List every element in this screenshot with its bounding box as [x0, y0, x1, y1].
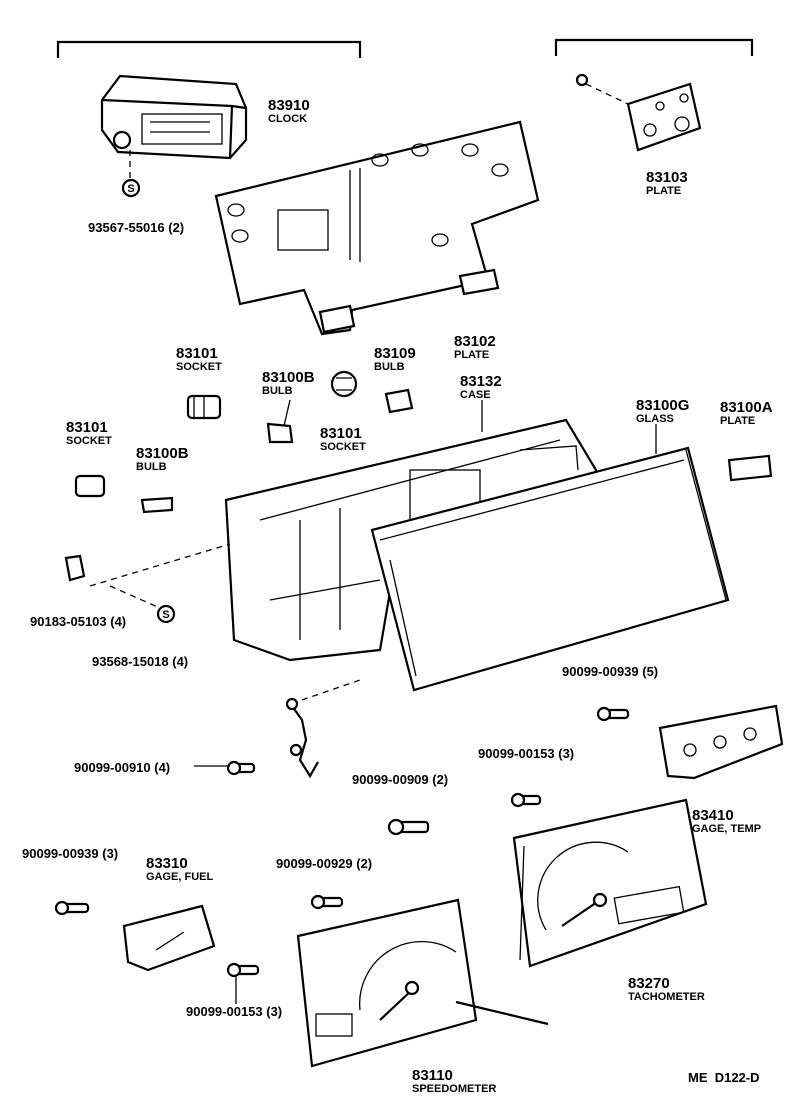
label-83103-name: PLATE — [646, 185, 681, 197]
screw-90099-00909 — [387, 818, 430, 836]
label-83100b-top-number: 83100B — [262, 369, 315, 386]
label-83101-left-number: 83101 — [66, 419, 108, 436]
socket-83101-left-drawing — [74, 474, 106, 498]
plate-83103-drawing — [626, 82, 702, 152]
label-83910-number: 83910 — [268, 97, 310, 114]
label-83110-number: 83110 — [412, 1067, 453, 1084]
plate-83103-screw — [575, 73, 589, 87]
label-83310-number: 83310 — [146, 855, 188, 872]
screw-93568-s — [156, 604, 176, 624]
screw-90099-00153-bottom — [226, 962, 260, 978]
label-90099-00929: 90099-00929 (2) — [276, 856, 372, 871]
label-83101-mid-number: 83101 — [320, 425, 362, 442]
diagram-reference-code: ME D122-D — [688, 1070, 760, 1085]
bracket-left — [56, 40, 362, 58]
socket-83101-top-drawing — [186, 394, 222, 420]
clock-drawing — [100, 74, 248, 160]
label-83101-top-name: SOCKET — [176, 361, 222, 373]
label-83101-mid-name: SOCKET — [320, 441, 366, 453]
wire-connector-1 — [285, 697, 299, 711]
s-symbol-2: S — [162, 609, 169, 621]
label-83102-name: PLATE — [454, 349, 489, 361]
label-83109-number: 83109 — [374, 345, 416, 362]
screw-90099-00910 — [226, 760, 256, 776]
label-83100a-number: 83100A — [720, 399, 773, 416]
label-90099-00939-3: 90099-00939 (3) — [22, 846, 118, 861]
label-90099-00910: 90099-00910 (4) — [74, 760, 170, 775]
plate-83102-drawing — [214, 120, 540, 336]
plate-83100a-drawing — [727, 454, 773, 482]
screw-90099-00153-top — [510, 792, 542, 808]
label-83102-number: 83102 — [454, 333, 496, 350]
bulb-83100b-left-drawing — [140, 496, 174, 514]
screw-93568-leader — [109, 585, 161, 609]
label-90099-00909: 90099-00909 (2) — [352, 772, 448, 787]
label-90183: 90183-05103 (4) — [30, 614, 126, 629]
bulb-83109-drawing — [384, 388, 414, 414]
label-83100b-left-name: BULB — [136, 461, 167, 473]
label-83310-name: GAGE, FUEL — [146, 871, 214, 883]
speedometer-83110-drawing — [296, 898, 549, 1068]
label-83110-name: SPEEDOMETER — [412, 1083, 496, 1095]
wire-harness-drawing — [291, 705, 319, 779]
clock-s-clip — [121, 178, 141, 198]
label-90099-00153-bottom: 90099-00153 (3) — [186, 1004, 282, 1019]
screw-90099-00939-3 — [54, 900, 90, 916]
label-83100g-name: GLASS — [636, 413, 674, 425]
label-93568: 93568-15018 (4) — [92, 654, 188, 669]
label-83109-name: BULB — [374, 361, 405, 373]
screw-90099-00939-5 — [596, 706, 630, 722]
glass-83100g-drawing — [370, 446, 730, 692]
bracket-right — [554, 38, 754, 56]
label-83103-number: 83103 — [646, 169, 688, 186]
screw-90099-00929 — [310, 894, 344, 910]
label-83270-number: 83270 — [628, 975, 670, 992]
label-83101-top-number: 83101 — [176, 345, 218, 362]
gage-temp-83410-drawing — [658, 704, 784, 780]
plate-83103-screw-leader — [585, 83, 629, 105]
label-90099-00939-5: 90099-00939 (5) — [562, 664, 658, 679]
label-83410-name: GAGE, TEMP — [692, 823, 761, 835]
wire-connector-2 — [289, 743, 303, 757]
label-83100b-top-name: BULB — [262, 385, 293, 397]
label-83101-left-name: SOCKET — [66, 435, 112, 447]
label-83100a-name: PLATE — [720, 415, 755, 427]
bulb-83100b-top-drawing — [266, 399, 294, 444]
clip-leader — [89, 543, 231, 587]
tachometer-83270-drawing — [512, 798, 708, 968]
socket-83101-mid-drawing — [330, 370, 358, 398]
label-83100b-left-number: 83100B — [136, 445, 189, 462]
label-93567: 93567-55016 (2) — [88, 220, 184, 235]
label-83410-number: 83410 — [692, 807, 734, 824]
label-83100g-number: 83100G — [636, 397, 689, 414]
label-90099-00153-top: 90099-00153 (3) — [478, 746, 574, 761]
label-83132-name: CASE — [460, 389, 491, 401]
label-83132-number: 83132 — [460, 373, 502, 390]
s-symbol-1: S — [127, 183, 134, 195]
gage-fuel-83310-drawing — [122, 904, 216, 972]
wire-harness-leader — [301, 679, 361, 701]
clip-90183-drawing — [64, 554, 86, 582]
label-83910-name: CLOCK — [268, 113, 307, 125]
label-83270-name: TACHOMETER — [628, 991, 705, 1003]
